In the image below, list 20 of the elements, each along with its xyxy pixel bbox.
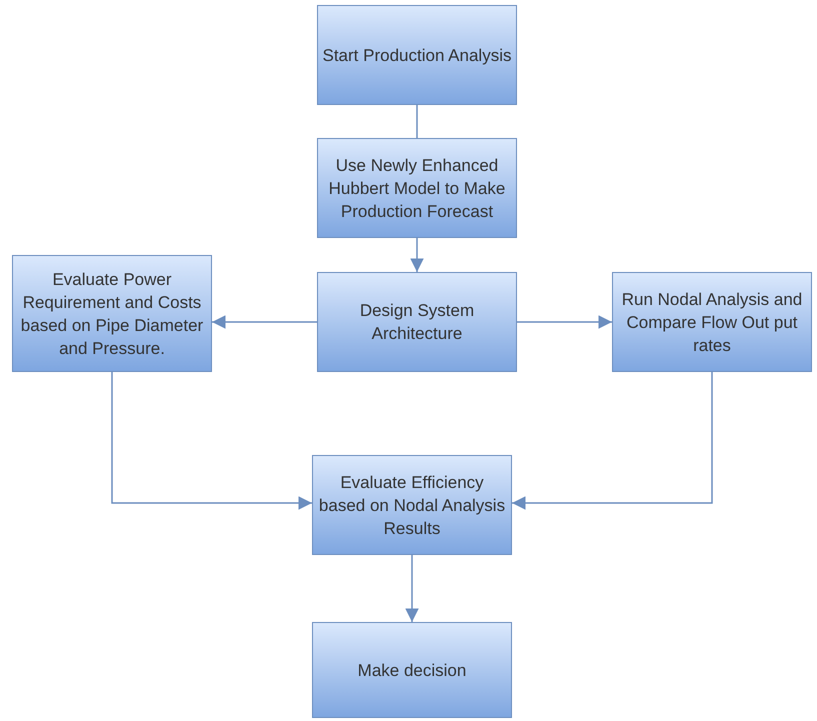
process-box [312, 622, 512, 718]
arrow [512, 372, 713, 510]
process-box [612, 272, 812, 372]
box-text: Evaluate Efficiency based on Nodal Analysis Results [318, 472, 506, 540]
box-text: Evaluate Power Requirement and Costs based on Pipe Diameter and Pressure. [20, 268, 204, 360]
box-text: Design System Architecture [358, 300, 476, 345]
arrow [111, 372, 312, 510]
process-box [317, 5, 517, 105]
box-text: Make decision [358, 660, 466, 682]
arrow [212, 315, 317, 329]
process-box [12, 255, 212, 372]
arrow [517, 315, 612, 329]
box-text: Run Nodal Analysis and Compare Flow Out put rates [620, 288, 804, 356]
process-box [312, 455, 512, 555]
process-box [317, 138, 517, 238]
box-text: Use Newly Enhanced Hubbert Model to Make Production Forecast [328, 154, 506, 222]
process-box [317, 272, 517, 372]
arrow [410, 238, 424, 272]
box-text: Start Production Analysis [322, 44, 512, 66]
arrow [405, 555, 419, 622]
